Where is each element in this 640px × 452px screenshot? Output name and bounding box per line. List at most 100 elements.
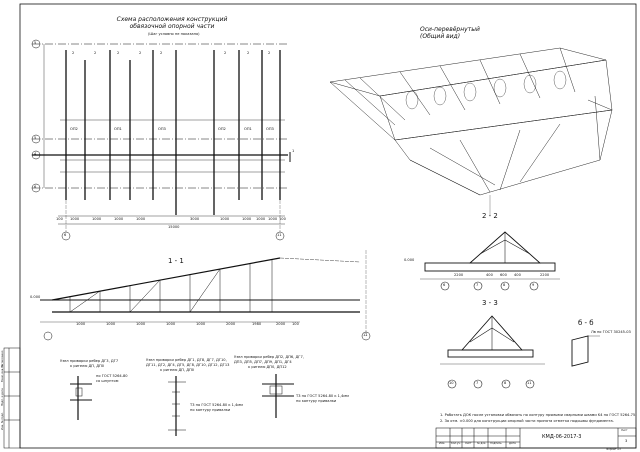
section-2-2-level: 0.000 xyxy=(404,258,415,262)
plan-drawing xyxy=(31,39,291,241)
sheet-frame xyxy=(19,3,637,449)
left-strip-label: Согласовано xyxy=(1,350,4,368)
plan-title-line2: обвязочной опорной части xyxy=(129,23,215,30)
section-2-2-dim: 2200 xyxy=(540,273,550,277)
plan-span-label: 2 xyxy=(139,51,142,55)
plan-note: (Шаг условно не показано) xyxy=(148,32,200,36)
plan-dim: 100 xyxy=(56,217,63,221)
section-1-1-dim: 100 xyxy=(292,322,299,326)
section-1-1-drawing xyxy=(40,250,371,341)
node3-title-line1: Узел приварки ребер ДП2, ДП6, ДГ7, xyxy=(234,355,304,359)
plan-span-label: 2 xyxy=(117,51,120,55)
plan-dim: 1000 xyxy=(136,217,146,221)
section-b-b-note: Лв по ГОСТ 30245-03 xyxy=(591,330,631,334)
node1-title-line1: Узел приварки ребер ДГ3, ДГ7 xyxy=(60,359,119,363)
plan-span-label: 2 xyxy=(224,51,227,55)
plan-span-label: 2 xyxy=(72,51,75,55)
section-1-1-dim: 2000 xyxy=(226,322,236,326)
plan-dim-total: 15000 xyxy=(168,225,180,229)
plan-axis-row-2: 5 xyxy=(34,136,37,140)
stamp-header: Подпись xyxy=(490,442,502,445)
left-strip xyxy=(3,347,21,449)
section-2-2-axis: 7 xyxy=(476,283,479,287)
section-2-2-title: 2 - 2 xyxy=(482,212,498,220)
plan-dim: 1000 xyxy=(70,217,80,221)
plan-dim: 1000 xyxy=(256,217,266,221)
general-note-1: 1. Работать ДОК после установки обвязать… xyxy=(440,413,637,417)
plan-dim: 3000 xyxy=(190,217,200,221)
node3-note: Т3 по ГОСТ 5264-80 к 1,4мм xyxy=(296,394,349,398)
plan-row-label: ОП2 xyxy=(218,127,226,131)
plan-row-label: ОП3 xyxy=(266,127,274,131)
section-2-2-dim: 600 xyxy=(500,273,507,277)
stamp-sheet-no: 3 xyxy=(625,439,628,443)
section-1-1-dim: 1980 xyxy=(252,322,262,326)
node3-note2: по контуру привалки xyxy=(296,399,337,403)
plan-dim: 1000 xyxy=(268,217,278,221)
stamp-code: КМД-06-2017-3 xyxy=(542,434,582,440)
node2-note: Т3 по ГОСТ 5264-80 к 1,4мм xyxy=(190,403,243,407)
stamp-sheet-label: Лист xyxy=(621,429,628,432)
section-3-3-axis: 11 xyxy=(527,381,532,385)
plan-dim: 1000 xyxy=(92,217,102,221)
plan-row-label: ОП1 xyxy=(114,127,122,131)
plan-axis-col-2: 11 xyxy=(277,233,282,237)
section-2-2-axis: 8 xyxy=(503,283,506,287)
left-strip-label: Инв. № подл. xyxy=(1,412,4,430)
stamp-header: Кол.уч. xyxy=(451,442,461,445)
section-3-3-axis: 7 xyxy=(476,381,479,385)
title-block xyxy=(435,427,637,449)
section-2-2-axis: 9 xyxy=(532,283,535,287)
section-1-1-dim: 1000 xyxy=(106,322,116,326)
node1-title-line2: к ригелю ДП, ДП0 xyxy=(70,364,105,368)
plan-row-label: ОП3 xyxy=(158,127,166,131)
section-3-3-title: 3 - 3 xyxy=(482,299,498,307)
section-3-3-drawing xyxy=(440,315,545,389)
isometric-view xyxy=(329,47,613,215)
left-strip-label: Подп. и дата xyxy=(1,388,4,406)
node3-title-line2: ДП3, ДП5, ДП7, ДП9, ДП1, ДГ4 xyxy=(234,360,292,364)
stamp-header: Лист xyxy=(465,442,472,445)
stamp-format: Формат А3 xyxy=(606,448,621,451)
plan-row-label: ОП2 xyxy=(70,127,78,131)
plan-axis-row-3: 4 xyxy=(34,152,37,156)
section-2-2-dim: 2200 xyxy=(454,273,464,277)
section-1-1-axis: 11 xyxy=(363,333,368,337)
plan-dim: 1000 xyxy=(220,217,230,221)
plan-row-label: ОП1 xyxy=(244,127,252,131)
section-2-2-drawing xyxy=(420,231,560,291)
stamp-header: № док. xyxy=(477,442,487,445)
node2-note2: по контуру привалки xyxy=(190,408,231,412)
node2-title-line1: Узел приварки ребер ДГ1, ДГ8, ДГ7, ДГ10, xyxy=(146,358,227,362)
plan-title-line1: Схема расположения конструкций xyxy=(116,16,228,23)
section-2-2-axis: 6 xyxy=(443,283,446,287)
node2-title-line3: к ригелю ДП, ДП0 xyxy=(160,368,195,372)
section-1-1-dim: 2000 xyxy=(276,322,286,326)
section-3-3-axis: 8 xyxy=(504,381,507,385)
plan-dim: 100 xyxy=(279,217,286,221)
plan-axis-col-1: 6 xyxy=(64,233,67,237)
plan-dim: 1000 xyxy=(114,217,124,221)
node2-title-line2: ДГ11, ДГ2, ДГ4, ДГ5, ДГ8, ДГ10, ДГ12, ДГ… xyxy=(146,363,230,367)
node3-title-line3: к ригелю ДП0, ДП12 xyxy=(248,365,287,369)
section-1-1-dim: 1000 xyxy=(196,322,206,326)
section-1-1-dim: 1000 xyxy=(76,322,86,326)
plan-section-mark: 1 xyxy=(292,149,295,153)
view3d-title-line2: (Общий вид) xyxy=(420,33,461,40)
stamp-header: Изм. xyxy=(439,442,446,445)
general-note-2: 2. За отм. ±0.000 для конструкции опорно… xyxy=(440,419,614,423)
section-3-3-axis: 10 xyxy=(449,381,454,385)
section-1-1-title: 1 - 1 xyxy=(168,257,184,265)
plan-span-label: 2 xyxy=(247,51,250,55)
node1-note: по ГОСТ 5264-80 xyxy=(96,374,128,378)
node1-note2: со шпунтом xyxy=(96,379,119,383)
section-2-2-dim: 400 xyxy=(486,273,493,277)
plan-span-label: 2 xyxy=(94,51,97,55)
stamp-header: Дата xyxy=(509,442,516,445)
plan-span-label: 2 xyxy=(160,51,163,55)
section-b-b-drawing xyxy=(571,335,600,367)
section-b-b-title: б - б xyxy=(578,319,594,327)
plan-dim: 1000 xyxy=(242,217,252,221)
section-1-1-level: 0.000 xyxy=(30,295,41,299)
